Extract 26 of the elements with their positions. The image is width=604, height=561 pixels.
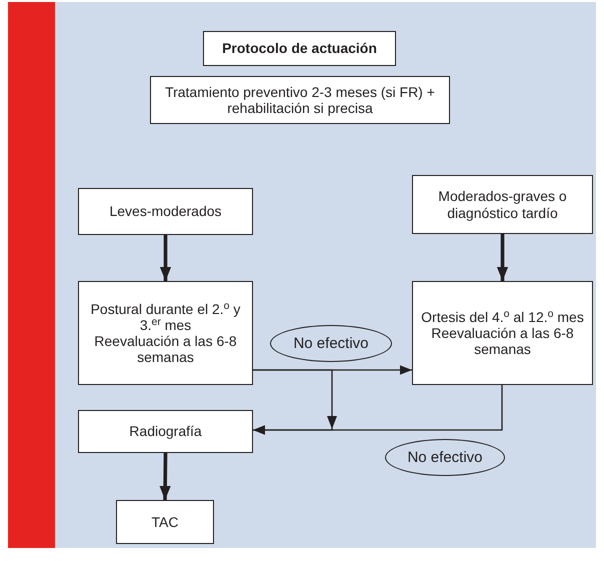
node-text: Moderados-graves o diagnóstico tardío (437, 188, 568, 221)
node-text: Protocolo de actuación (222, 40, 377, 57)
node-text: Ortesis del 4.$^{o}$ al 12.$^{o}$ mes (421, 308, 584, 325)
node-text: Postural durante el 2.$^{o}$ y 3.$^{er}$ mes (90, 300, 242, 333)
node-text: No efectivo (407, 448, 483, 466)
arrow (253, 385, 503, 435)
node-text: Leves-moderados (109, 203, 222, 220)
node-text: Reevaluación a las 6-8 semanas (430, 324, 575, 358)
process-box (150, 76, 450, 124)
outcome-ellipse (385, 439, 505, 476)
process-box (78, 281, 253, 385)
process-box (78, 410, 253, 453)
arrow (160, 235, 172, 281)
outcome-ellipse (270, 325, 392, 362)
node-text: Radiografía (129, 423, 202, 440)
node-text: Tratamiento preventivo 2-3 meses (si FR) + rehabilitación si precisa (164, 84, 436, 116)
arrow (160, 452, 171, 500)
process-box (78, 188, 253, 235)
node-text: TAC (152, 514, 178, 530)
process-box (412, 281, 593, 385)
title-box (203, 31, 396, 66)
arrow (496, 234, 508, 281)
node-text: No efectivo (293, 334, 369, 352)
process-box (116, 500, 214, 544)
node-text: Reevaluación a las 6-8 semanas (93, 333, 238, 366)
process-box (412, 175, 593, 234)
